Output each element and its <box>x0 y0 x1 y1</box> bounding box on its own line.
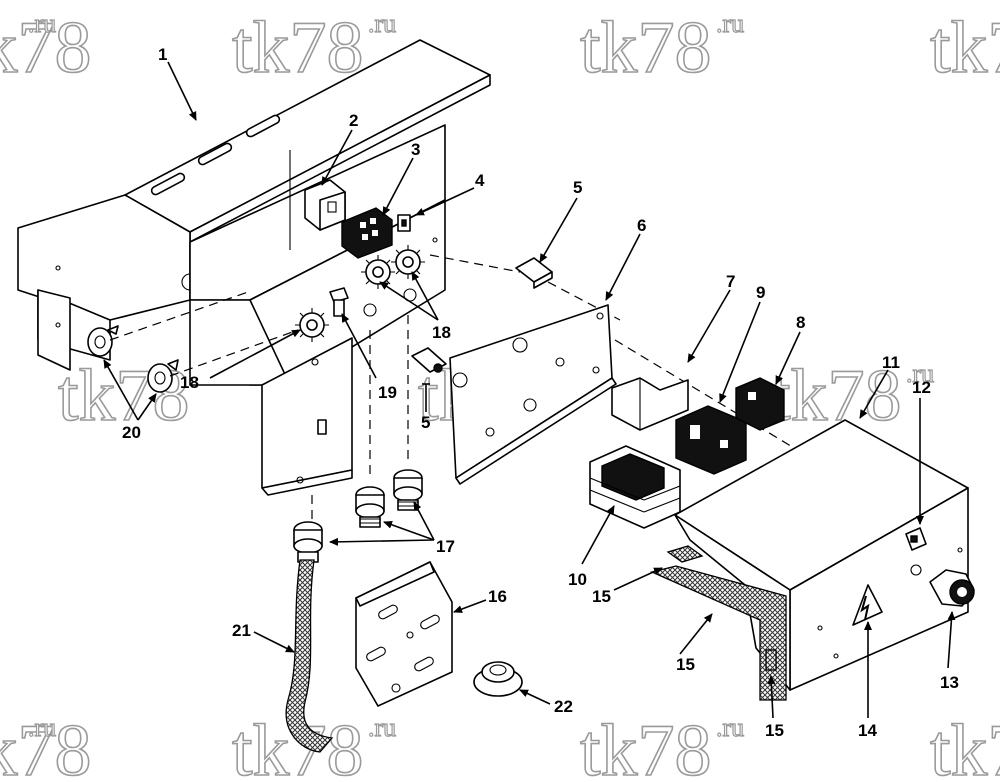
svg-text:tk78: tk78 <box>232 710 364 782</box>
callout-10: 10 <box>568 570 587 589</box>
svg-text:.ru: .ru <box>716 713 744 742</box>
watermark: tk78 <box>929 709 1000 782</box>
part-12-clip <box>905 527 927 551</box>
watermark: tk78.ru <box>579 6 745 90</box>
part-20-grommets <box>87 325 179 393</box>
svg-text:.ru: .ru <box>28 713 56 742</box>
svg-text:tk78: tk78 <box>770 355 902 437</box>
watermark: tk78.ru <box>579 709 745 782</box>
svg-text:tk78: tk78 <box>930 710 1000 782</box>
svg-text:tk78: tk78 <box>930 7 1000 89</box>
callout-3: 3 <box>411 140 420 159</box>
callout-9: 9 <box>756 283 765 302</box>
watermark: tk78.ru <box>769 354 935 438</box>
part-17-cable-glands <box>293 469 423 563</box>
part-9-contactor <box>675 405 747 475</box>
callout-4: 4 <box>475 171 485 190</box>
svg-text:tk78: tk78 <box>580 7 712 89</box>
part-14-warning-label <box>852 584 883 626</box>
part-5-standoff-upper <box>515 257 553 289</box>
watermark: tk78.ru <box>0 709 92 782</box>
callout-8: 8 <box>796 313 805 332</box>
callout-12: 12 <box>912 378 931 397</box>
callout-15: 15 <box>765 721 784 740</box>
callout-20: 20 <box>122 423 141 442</box>
callout-numbers: 1 2 3 4 5 6 7 9 8 11 12 18 18 19 5 20 17… <box>122 45 959 740</box>
part-19-screw <box>329 287 349 317</box>
callout-6: 6 <box>637 216 646 235</box>
part-18-star-washers <box>295 245 425 342</box>
callout-17: 17 <box>436 537 455 556</box>
part-5-standoff-lower <box>411 347 447 373</box>
watermark: tk78.ru <box>231 6 397 90</box>
part-16-bracket-plate <box>355 561 453 707</box>
callout-14: 14 <box>858 721 877 740</box>
callout-19: 19 <box>378 383 397 402</box>
watermark-layer: tk78.ru tk78.ru tk78.ru tk78 tk78.ru tk7… <box>0 6 1000 782</box>
callout-18: 18 <box>180 373 199 392</box>
watermark: tk78.ru <box>0 6 92 90</box>
part-4-connector <box>397 214 411 232</box>
leader-lines <box>103 61 956 719</box>
svg-text:.ru: .ru <box>28 9 56 38</box>
part-7-l-bracket <box>611 377 689 431</box>
callout-7: 7 <box>726 272 735 291</box>
part-6-mounting-plate <box>449 304 617 485</box>
part-8-block <box>735 377 785 431</box>
part-1-housing <box>17 39 491 496</box>
svg-text:tk78: tk78 <box>580 710 712 782</box>
svg-text:.ru: .ru <box>368 713 396 742</box>
callout-21: 21 <box>232 621 251 640</box>
svg-text:tk78: tk78 <box>232 7 364 89</box>
watermark: tk78.ru <box>231 709 397 782</box>
svg-text:tk78: tk78 <box>0 7 92 89</box>
callout-15: 15 <box>676 655 695 674</box>
watermark: tk78 <box>929 6 1000 90</box>
callout-5: 5 <box>573 178 582 197</box>
callout-16: 16 <box>488 587 507 606</box>
callout-1: 1 <box>158 45 167 64</box>
part-13-switch <box>929 569 975 607</box>
svg-text:.ru: .ru <box>716 9 744 38</box>
svg-text:tk78: tk78 <box>0 710 92 782</box>
callout-5: 5 <box>421 413 430 432</box>
svg-text:.ru: .ru <box>906 359 934 388</box>
callout-15: 15 <box>592 587 611 606</box>
callout-22: 22 <box>554 697 573 716</box>
svg-text:.ru: .ru <box>368 9 396 38</box>
part-15-gaskets <box>650 545 787 701</box>
part-2-relay <box>304 179 346 231</box>
callout-2: 2 <box>349 111 358 130</box>
part-22-grommet <box>473 661 523 697</box>
part-21-conduit <box>285 559 334 753</box>
callout-11: 11 <box>882 353 900 372</box>
part-3-terminal-block <box>341 207 393 259</box>
callout-13: 13 <box>940 673 959 692</box>
callout-18: 18 <box>432 323 451 342</box>
part-10-contactor-stack <box>589 445 681 529</box>
